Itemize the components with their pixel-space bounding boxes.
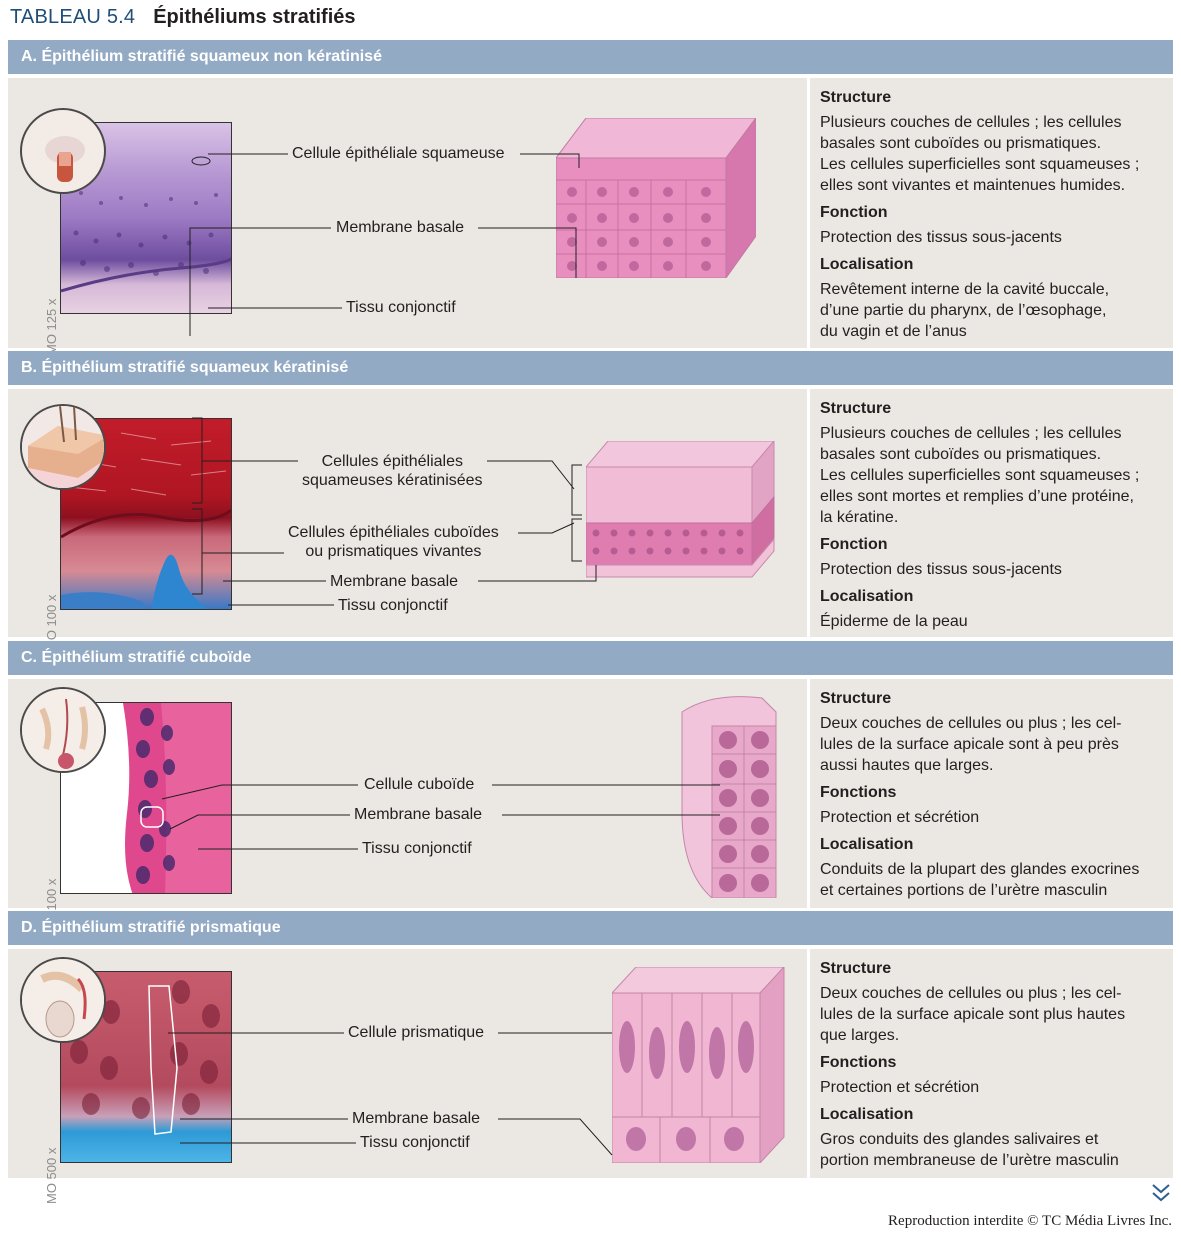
section-d-location-text: Gros conduits des glandes salivaires et …: [820, 1131, 1119, 1169]
table-title: TABLEAU 5.4 Épithéliums stratifiés: [10, 6, 356, 34]
section-a-location-text: Revêtement interne de la cavité buccale,…: [820, 281, 1110, 340]
double-chevron-down-svg: [1152, 1184, 1170, 1202]
section-a-micrograph-texture: [61, 156, 231, 293]
section-a-block-diagram: [555, 116, 757, 283]
label-connective-tissue-c: Tissu conjonctif: [358, 839, 476, 858]
section-b: B. Épithélium stratifié squameux kératin…: [8, 351, 1173, 651]
section-d-location-inset: [20, 957, 106, 1043]
section-c-location-heading: Localisation: [820, 836, 914, 853]
section-b-description: Structure Plusieurs couches de cellules …: [807, 389, 1173, 637]
label-connective-tissue-b: Tissu conjonctif: [334, 596, 452, 615]
section-c-function-heading: Fonctions: [820, 784, 897, 801]
section-d-structure-heading: Structure: [820, 960, 892, 977]
section-c: C. Épithélium stratifié cuboïde: [8, 641, 1173, 935]
section-a-function-heading: Fonction: [820, 204, 888, 221]
section-b-location-text: Épiderme de la peau: [820, 613, 968, 630]
section-c-gland-icon: [22, 689, 104, 771]
section-c-function-text: Protection et sécrétion: [820, 809, 980, 826]
section-c-location-inset: [20, 687, 106, 773]
double-chevron-down-icon[interactable]: [1150, 1182, 1172, 1204]
section-c-structure-text: Deux couches de cellules ou plus ; les c…: [820, 715, 1122, 774]
section-a-description: Structure Plusieurs couches de cellules …: [807, 78, 1173, 348]
section-c-body: MO 100 x: [8, 679, 1173, 935]
section-b-function-heading: Fonction: [820, 536, 888, 553]
section-d-function-text: Protection et sécrétion: [820, 1079, 980, 1096]
section-d-location-heading: Localisation: [820, 1106, 914, 1123]
section-d-block-svg: [610, 965, 786, 1165]
section-c-structure-heading: Structure: [820, 690, 892, 707]
section-c-micrograph-texture: [123, 703, 231, 893]
section-a-body: MO 125 x: [8, 78, 1173, 355]
label-connective-tissue: Tissu conjonctif: [342, 298, 460, 317]
label-columnar-cell: Cellule prismatique: [344, 1023, 489, 1042]
section-c-block-svg: [681, 696, 777, 899]
section-d-body: MO 500 x: [8, 949, 1173, 1204]
label-basement-membrane-d: Membrane basale: [348, 1109, 485, 1128]
section-c-illustrations: MO 100 x: [8, 679, 803, 935]
section-c-leader-lines: [161, 784, 720, 850]
table-heading: Épithéliums stratifiés: [153, 6, 356, 28]
label-basement-membrane: Membrane basale: [332, 218, 469, 237]
section-b-location-inset: [20, 404, 106, 490]
section-b-illustrations: MO 100 x: [8, 389, 803, 651]
label-squamous-cell: Cellule épithéliale squameuse: [288, 144, 509, 163]
section-d-structure-text: Deux couches de cellules ou plus ; les c…: [820, 985, 1126, 1044]
section-a-structure-text: Plusieurs couches de cellules ; les cell…: [820, 114, 1140, 194]
section-a-structure-heading: Structure: [820, 89, 892, 106]
section-d-leader-lines: [168, 1032, 613, 1156]
section-b-structure-text: Plusieurs couches de cellules ; les cell…: [820, 425, 1140, 526]
section-a-block-svg: [555, 116, 757, 280]
section-d-organ-icon: [22, 959, 104, 1041]
section-d: D. Épithélium stratifié prismatique: [8, 911, 1173, 1204]
section-d-description: Structure Deux couches de cellules ou pl…: [807, 949, 1173, 1178]
section-b-structure-heading: Structure: [820, 400, 892, 417]
label-connective-tissue-d: Tissu conjonctif: [356, 1133, 474, 1152]
label-basement-membrane-b: Membrane basale: [326, 572, 463, 591]
section-a-function-text: Protection des tissus sous-jacents: [820, 229, 1062, 246]
section-b-block-diagram: [584, 439, 776, 586]
section-b-block-svg: [584, 439, 776, 578]
section-b-header: B. Épithélium stratifié squameux kératin…: [8, 351, 1173, 385]
table-number: TABLEAU 5.4: [10, 6, 136, 28]
section-b-micrograph-texture: [61, 432, 231, 609]
section-a-illustrations: MO 125 x: [8, 78, 803, 355]
section-a-header: A. Épithélium stratifié squameux non kér…: [8, 40, 1173, 74]
section-a-leader-lines: [189, 153, 580, 336]
section-a-location-inset: [20, 108, 106, 194]
section-b-location-heading: Localisation: [820, 588, 914, 605]
section-b-function-text: Protection des tissus sous-jacents: [820, 561, 1062, 578]
section-c-micrograph: [60, 702, 232, 894]
section-a-location-heading: Localisation: [820, 256, 914, 273]
section-d-header: D. Épithélium stratifié prismatique: [8, 911, 1173, 945]
section-c-location-text: Conduits de la plupart des glandes exocr…: [820, 861, 1140, 899]
section-a: A. Épithélium stratifié squameux non kér…: [8, 40, 1173, 355]
section-d-illustrations: MO 500 x: [8, 949, 803, 1204]
label-keratinized-cells: Cellules épithéliales squameuses kératin…: [298, 452, 487, 490]
section-b-leader-lines: [192, 417, 597, 606]
label-cuboidal-cell: Cellule cuboïde: [360, 775, 479, 794]
section-d-micrograph: [60, 971, 232, 1163]
label-basement-membrane-c: Membrane basale: [350, 805, 487, 824]
label-living-cells: Cellules épithéliales cuboïdes ou prisma…: [284, 523, 503, 561]
section-c-block-diagram: [672, 692, 782, 903]
section-a-organ-icon: [45, 136, 85, 182]
section-d-function-heading: Fonctions: [820, 1054, 897, 1071]
section-d-block-diagram: [610, 965, 786, 1168]
section-c-header: C. Épithélium stratifié cuboïde: [8, 641, 1173, 675]
copyright-notice: Reproduction interdite © TC Média Livres…: [888, 1213, 1172, 1229]
section-b-skin-icon: [22, 406, 104, 488]
section-b-body: MO 100 x: [8, 389, 1173, 651]
section-c-description: Structure Deux couches de cellules ou pl…: [807, 679, 1173, 908]
